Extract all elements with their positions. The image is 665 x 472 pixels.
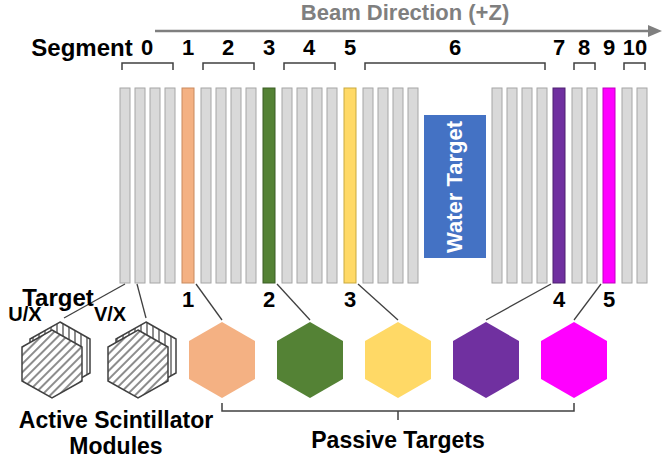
beam-arrowhead xyxy=(648,25,662,37)
detector-bar xyxy=(344,88,356,283)
module-label: U/X xyxy=(8,303,41,326)
segment-number: 8 xyxy=(578,35,590,60)
detector-bar xyxy=(537,88,547,283)
detector-bar xyxy=(231,88,241,283)
detector-bar xyxy=(637,88,647,283)
segment-number: 9 xyxy=(603,35,615,60)
segment-bracket xyxy=(122,63,173,70)
passive-bracket xyxy=(222,403,574,420)
detector-bar xyxy=(246,88,256,283)
detector-modules xyxy=(120,88,647,283)
detector-bar xyxy=(378,88,388,283)
detector-bar xyxy=(553,88,565,283)
water-target: Water Target xyxy=(424,115,486,258)
detector-bar xyxy=(182,88,194,283)
row-heading: Segment xyxy=(31,34,132,62)
target-number: 5 xyxy=(603,287,615,312)
segment-number: 7 xyxy=(553,35,565,60)
segment-bracket xyxy=(365,63,545,70)
segment-bracket xyxy=(574,63,595,70)
detector-bar xyxy=(312,88,322,283)
segment-number: 5 xyxy=(344,35,356,60)
segment-number: 4 xyxy=(303,35,315,60)
active-scintillator-hexagons xyxy=(22,322,176,398)
detector-bar xyxy=(572,88,582,283)
detector-bar xyxy=(408,88,418,283)
target-number: 4 xyxy=(553,287,565,312)
group-caption: Active Scintillator Modules xyxy=(2,407,230,460)
detector-bar xyxy=(507,88,517,283)
target-number: 3 xyxy=(344,287,356,312)
detector-bar xyxy=(165,88,175,283)
target-number: 1 xyxy=(182,287,194,312)
segment-number: 0 xyxy=(141,35,153,60)
detector-bar xyxy=(363,88,373,283)
arrow-label: Beam Direction (+Z) xyxy=(301,0,509,25)
detector-bar xyxy=(587,88,597,283)
segment-number: 2 xyxy=(222,35,234,60)
target-label: Water Target xyxy=(442,120,468,252)
detector-bar xyxy=(622,88,632,283)
segment-number: 10 xyxy=(623,35,647,60)
segment-number: 6 xyxy=(449,35,461,60)
beam-arrow xyxy=(155,30,650,33)
detector-bar xyxy=(603,88,615,283)
segment-number: 3 xyxy=(263,35,275,60)
segment-number: 1 xyxy=(182,35,194,60)
detector-bar xyxy=(216,88,226,283)
group-caption: Passive Targets xyxy=(311,427,484,453)
detector-bar xyxy=(327,88,337,283)
detector-bar xyxy=(120,88,130,283)
passive-target-hexagons xyxy=(189,322,607,398)
segment-bracket xyxy=(624,63,645,70)
detector-bar xyxy=(522,88,532,283)
segment-bracket xyxy=(284,63,335,70)
detector-bar xyxy=(297,88,307,283)
segment-brackets xyxy=(122,63,645,70)
leader-lines xyxy=(64,284,601,320)
detector-bar xyxy=(263,88,275,283)
segment-bracket xyxy=(203,63,254,70)
detector-bar xyxy=(150,88,160,283)
detector-bar xyxy=(492,88,502,283)
target-number: 2 xyxy=(263,287,275,312)
detector-bar xyxy=(282,88,292,283)
detector-bar xyxy=(201,88,211,283)
detector-bar xyxy=(393,88,403,283)
detector-bar xyxy=(135,88,145,283)
module-label: V/X xyxy=(94,303,126,326)
